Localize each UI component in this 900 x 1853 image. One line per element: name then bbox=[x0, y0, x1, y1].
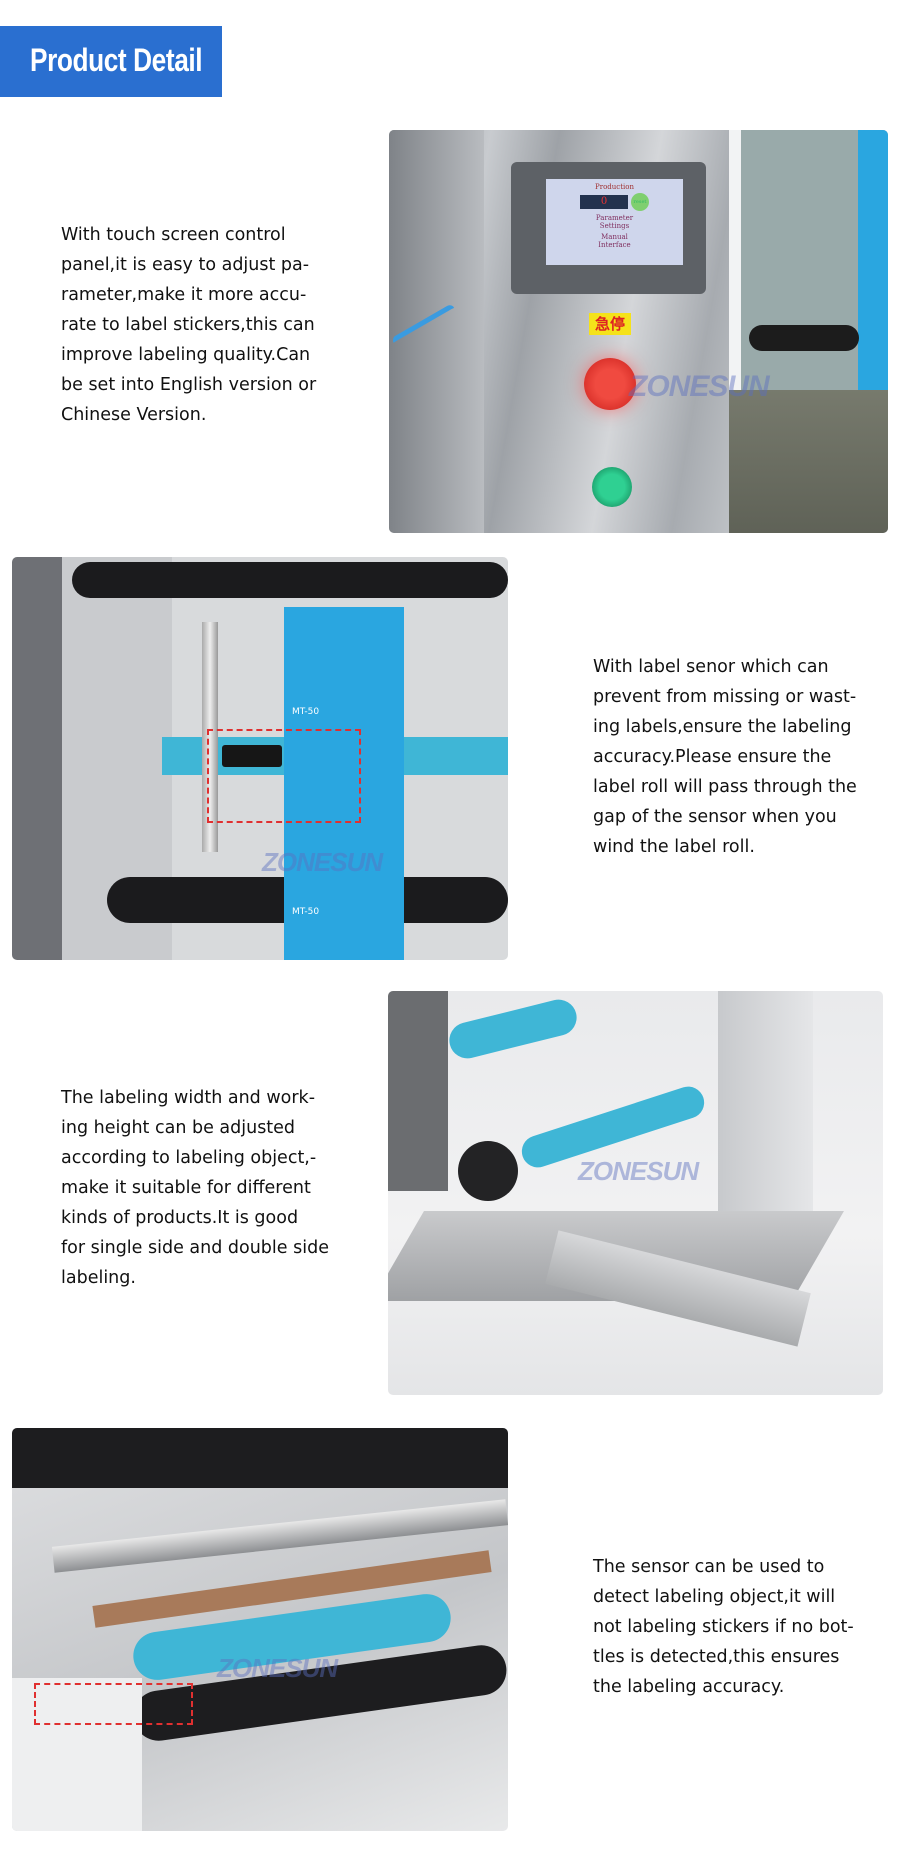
roller bbox=[749, 325, 859, 351]
sensor-highlight-box bbox=[207, 729, 361, 823]
section-3-description: The labeling width and work- ing height … bbox=[61, 1088, 329, 1288]
sensor-highlight-box bbox=[34, 1683, 193, 1725]
section-1-description: With touch screen control panel,it is ea… bbox=[61, 225, 317, 425]
label-roll bbox=[858, 130, 888, 390]
screen-display: Production 0 reset Parameter Settings Ma… bbox=[546, 179, 683, 265]
background-frame bbox=[388, 991, 448, 1191]
machine-column bbox=[718, 991, 813, 1241]
sensor-post bbox=[202, 622, 218, 852]
production-counter: 0 bbox=[580, 195, 628, 209]
labeling-mechanism bbox=[729, 130, 888, 390]
label-model-text: MT-50 bbox=[292, 907, 320, 917]
watermark: ZONESUN bbox=[629, 370, 770, 403]
label-strip: MT-50 MT-50 bbox=[284, 607, 404, 960]
motor bbox=[729, 390, 888, 533]
side-panel bbox=[389, 130, 484, 533]
start-button-icon bbox=[592, 467, 632, 507]
photo-touch-screen-panel: Production 0 reset Parameter Settings Ma… bbox=[389, 130, 888, 533]
top-roller bbox=[72, 562, 508, 598]
reset-button: reset bbox=[631, 193, 649, 211]
header-title: Product Detail bbox=[30, 42, 203, 78]
watermark: ZONESUN bbox=[262, 847, 383, 877]
photo-height-adjustment: ZONESUN bbox=[388, 991, 883, 1395]
side-bracket bbox=[12, 1678, 142, 1831]
sensor-icon bbox=[222, 745, 282, 767]
watermark: ZONESUN bbox=[578, 1156, 699, 1186]
label-model-text: MT-50 bbox=[292, 707, 320, 717]
product-detail-header: Product Detail bbox=[0, 26, 222, 97]
photo-bottle-sensor: ZONESUN bbox=[12, 1428, 508, 1831]
top-roller bbox=[12, 1428, 508, 1488]
adjust-knob-icon bbox=[458, 1141, 518, 1201]
emergency-stop-button-icon bbox=[584, 358, 636, 410]
touch-screen: Production 0 reset Parameter Settings Ma… bbox=[511, 162, 706, 294]
screen-title: Production bbox=[595, 183, 634, 191]
watermark: ZONESUN bbox=[217, 1653, 338, 1683]
emergency-stop-label: 急停 bbox=[589, 313, 631, 335]
manual-interface-button: Manual Interface bbox=[598, 233, 631, 249]
section-2-description: With label senor which can prevent from … bbox=[593, 657, 857, 857]
teal-roller bbox=[445, 995, 581, 1063]
parameter-settings-button: Parameter Settings bbox=[595, 214, 634, 230]
section-4-description: The sensor can be used to detect labelin… bbox=[593, 1557, 854, 1697]
photo-label-sensor: MT-50 MT-50 ZONESUN bbox=[12, 557, 508, 960]
